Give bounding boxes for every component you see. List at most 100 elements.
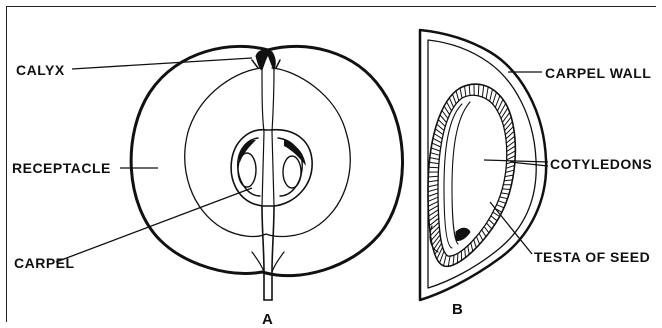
calyx-label: CALYX <box>16 63 65 77</box>
testa-hatch-line <box>504 180 512 181</box>
testa-leader <box>490 202 532 254</box>
testa-hatch-line <box>434 134 442 139</box>
testa-hatch-line <box>493 92 497 104</box>
testa-hatch-line <box>429 167 439 168</box>
calyx-leader <box>72 58 252 69</box>
testa-hatch-line <box>468 246 469 255</box>
testa-of-seed-label-text: TESTA OF SEED <box>534 249 650 265</box>
apple-outer-skin <box>131 46 402 275</box>
testa-hatch-line <box>484 227 489 233</box>
calyx-label-text: CALYX <box>16 62 65 78</box>
figure-a-letter-text: A <box>262 311 273 328</box>
testa-hatch-line <box>465 248 466 257</box>
testa-hatch-line <box>453 94 457 104</box>
radicle-tip <box>456 228 470 240</box>
testa-hatch-line <box>471 243 473 252</box>
calyx-stroke-right <box>276 60 280 68</box>
carpel-label: CARPEL <box>14 256 75 270</box>
testa-hatch-line <box>433 239 440 250</box>
testa-hatch-line <box>497 205 504 208</box>
receptacle-label-text: RECEPTACLE <box>12 160 111 176</box>
figure-b-letter: B <box>452 302 463 317</box>
testa-hatch-line <box>431 148 440 151</box>
testa-hatch-line <box>431 153 440 156</box>
testa-hatch-line <box>453 255 454 265</box>
testa-hatch-line <box>479 233 483 240</box>
cotyledons-leader-1 <box>484 160 548 162</box>
testa-hatch-line <box>478 84 479 96</box>
testa-hatch-line <box>500 197 508 199</box>
central-core-line-left <box>262 70 264 132</box>
core-boundary-line <box>185 68 350 236</box>
testa-hatch-line <box>449 98 453 107</box>
carpel-wall-label: CARPEL WALL <box>545 66 651 80</box>
testa-hatch-line <box>486 87 488 99</box>
testa-hatch-line <box>469 85 470 96</box>
testa-hatch-line <box>433 138 442 143</box>
testa-hatch-line <box>460 88 462 98</box>
testa-hatch-line <box>501 193 509 194</box>
carpel-wall-label-text: CARPEL WALL <box>545 65 651 81</box>
testa-hatch-line <box>482 230 486 237</box>
testa-hatch-line <box>430 158 440 160</box>
testa-hatch-line <box>431 231 439 241</box>
cotyledon-line-2 <box>452 102 470 244</box>
testa-hatch-line <box>505 175 513 177</box>
seed-right <box>283 156 301 188</box>
testa-hatch-line <box>456 91 459 101</box>
testa-hatch-line <box>498 201 506 204</box>
testa-hatch-line <box>482 85 483 97</box>
testa-hatch-line <box>474 240 477 248</box>
central-core-line-right <box>272 70 274 132</box>
testa-hatch-line <box>477 237 480 245</box>
testa-hatch-line <box>506 165 515 168</box>
testa-hatch-line <box>495 96 500 108</box>
testa-hatch-line <box>444 255 447 266</box>
stalk-fold-right <box>272 252 284 272</box>
testa-hatch-line <box>428 176 438 177</box>
apple-section <box>131 46 402 300</box>
stalk-fold-left <box>252 252 264 272</box>
cotyledons-label: COTYLEDONS <box>550 157 652 171</box>
testa-hatch-line <box>428 180 438 182</box>
testa-hatch-line <box>444 106 450 115</box>
cotyledons-leader-2 <box>510 162 548 166</box>
testa-hatch-line <box>457 253 458 263</box>
testa-inner <box>438 95 507 256</box>
calyx-tuft <box>256 50 275 70</box>
testa-of-seed-label: TESTA OF SEED <box>534 250 650 264</box>
testa-hatch-line <box>507 151 516 156</box>
testa-hatch-line <box>489 220 495 225</box>
testa-hatch-line <box>435 243 442 254</box>
testa-hatch-line <box>506 170 515 172</box>
carpel-outer <box>231 130 312 206</box>
testa-hatch-line <box>448 256 450 266</box>
cotyledons-label-text: COTYLEDONS <box>550 156 652 172</box>
testa-hatch-line <box>428 197 438 201</box>
testa-hatch-line <box>490 89 493 101</box>
testa-hatch-line <box>428 189 438 192</box>
figure-a-letter: A <box>262 312 273 327</box>
testa-hatch-line <box>428 185 438 187</box>
testa-hatch-line <box>491 216 497 221</box>
testa-hatch-line <box>487 223 492 229</box>
stalk-right <box>272 206 274 300</box>
testa-hatch-line <box>432 235 440 245</box>
testa-hatch-line <box>435 129 443 135</box>
stalk-left <box>262 206 264 300</box>
testa-hatch-line <box>428 201 438 206</box>
testa-hatch-line <box>432 143 441 147</box>
testa-hatch-line <box>437 124 444 130</box>
testa-hatch-line <box>429 162 439 163</box>
testa-hatch-line <box>447 102 452 111</box>
testa-hatch-line <box>442 111 448 119</box>
seed-section <box>420 30 546 300</box>
testa-hatch-line <box>502 189 510 190</box>
testa-hatch-line <box>428 193 438 197</box>
receptacle-label: RECEPTACLE <box>12 161 111 175</box>
carpel-label-text: CARPEL <box>14 255 75 271</box>
carpel-axis-left <box>262 132 264 206</box>
testa-hatch-line <box>507 156 516 160</box>
testa-hatch-line <box>465 86 466 96</box>
